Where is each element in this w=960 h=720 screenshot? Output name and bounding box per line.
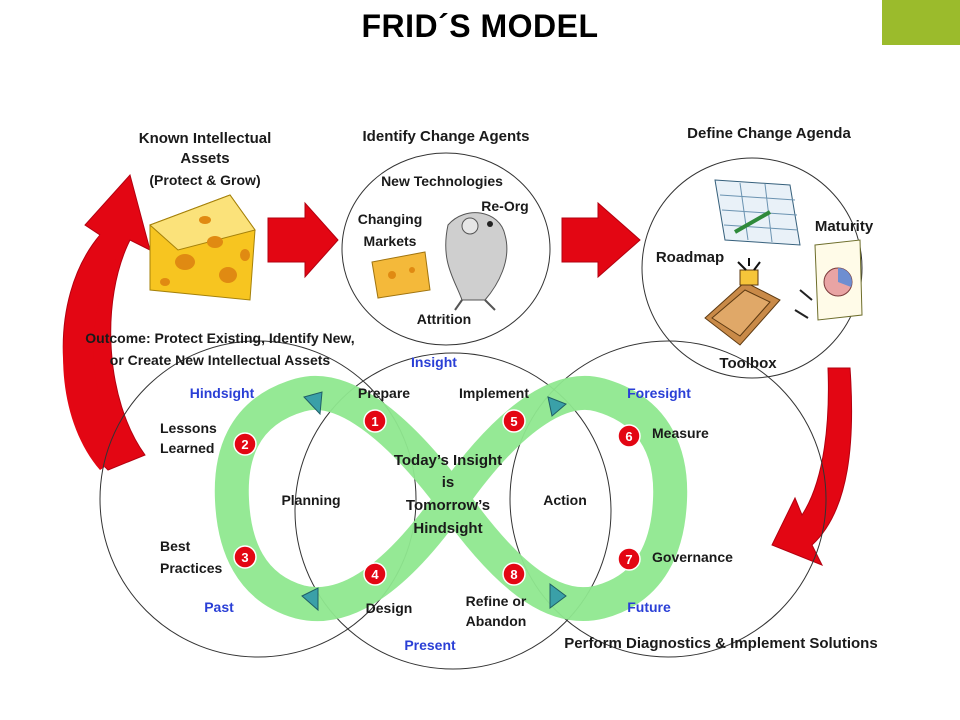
agent-re-org: Re-Org [481, 198, 528, 214]
step-2-label-line2: Learned [160, 440, 214, 456]
footer-text: Perform Diagnostics & Implement Solution… [564, 635, 877, 652]
change-agents-heading: Identify Change Agents [363, 128, 530, 145]
hindsight-label: Hindsight [190, 385, 255, 401]
step-2-label-line1: Lessons [160, 420, 217, 436]
step-5-number: 5 [510, 414, 517, 429]
step-1-number: 1 [371, 414, 378, 429]
maturity-chart-icon [794, 239, 863, 321]
left-circle [99, 340, 417, 658]
accent-block [882, 0, 960, 45]
infinity-loop [214, 375, 688, 622]
step-1-label: Prepare [358, 385, 410, 401]
return-arrow-left-body [63, 220, 129, 470]
arrow-assets-to-agents [267, 201, 339, 279]
present-label: Present [404, 637, 456, 653]
center-text-line2: is [442, 474, 455, 491]
step-8-label-line2: Abandon [466, 613, 527, 629]
planning-label: Planning [281, 492, 340, 508]
insight-label: Insight [411, 354, 457, 370]
step-8-number: 8 [510, 567, 517, 582]
step-6-number: 6 [625, 429, 632, 444]
agent-new-technologies: New Technologies [381, 173, 503, 189]
step-3-number: 3 [241, 550, 248, 565]
roadmap-document-icon [714, 179, 801, 246]
step-7-label: Governance [652, 549, 733, 565]
step-badges [233, 409, 641, 586]
arrow-agents-to-agenda [561, 201, 641, 279]
right-circle [509, 340, 827, 658]
change-agenda-circle [641, 157, 863, 379]
agent-markets: Markets [364, 233, 417, 249]
cheese-icon [149, 194, 256, 301]
outcome-line1: Outcome: Protect Existing, Identify New, [85, 330, 354, 346]
step-6-label: Measure [652, 425, 709, 441]
past-label: Past [204, 599, 234, 615]
future-label: Future [627, 599, 671, 615]
foresight-label: Foresight [627, 385, 691, 401]
loop-direction-markers [301, 391, 567, 612]
step-5-label: Implement [459, 385, 529, 401]
step-4-number: 4 [371, 567, 379, 582]
agent-changing: Changing [358, 211, 423, 227]
step-3-label-line2: Practices [160, 560, 222, 576]
step-7-number: 7 [625, 552, 632, 567]
known-assets-line3: (Protect & Grow) [149, 172, 260, 188]
step-4-label: Design [366, 600, 413, 616]
action-label: Action [543, 492, 587, 508]
agenda-toolbox: Toolbox [719, 355, 777, 372]
page-title: FRID´S MODEL [361, 8, 599, 44]
down-arrow-right [771, 367, 853, 566]
step-8-label-line1: Refine or [466, 593, 527, 609]
known-assets-line1: Known Intellectual [139, 130, 272, 147]
step-3-label-line1: Best [160, 538, 191, 554]
agent-attrition: Attrition [417, 311, 471, 327]
step-2-number: 2 [241, 437, 248, 452]
middle-circle [294, 352, 612, 670]
known-assets-line2: Assets [180, 150, 229, 167]
mouse-and-cheese-icon [371, 212, 508, 311]
outcome-line2: or Create New Intellectual Assets [110, 352, 331, 368]
toolbox-mousetrap-icon [704, 258, 781, 346]
center-text-line4: Hindsight [413, 520, 482, 537]
agenda-maturity: Maturity [815, 218, 874, 235]
center-text-line3: Tomorrow’s [406, 497, 490, 514]
change-agenda-heading: Define Change Agenda [687, 125, 851, 142]
center-text-line1: Today’s Insight [394, 452, 502, 469]
agenda-roadmap: Roadmap [656, 249, 724, 266]
